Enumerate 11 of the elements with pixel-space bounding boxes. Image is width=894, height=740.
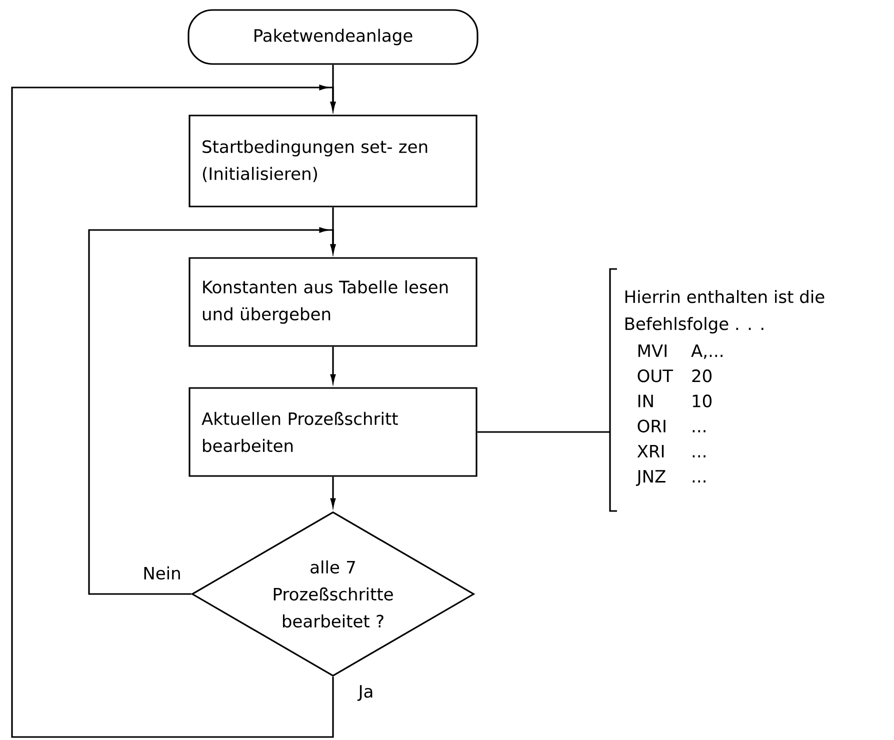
process-box: Aktuellen Prozeßschritt bearbeiten	[188, 387, 478, 477]
arrow	[330, 476, 336, 507]
process-box: Konstanten aus Tabelle lesen und übergeben	[188, 257, 478, 347]
process-box: Startbedingungen set- zen (Initialisieren)	[188, 114, 478, 208]
arrow	[330, 346, 336, 383]
edge-label: Ja	[357, 684, 375, 702]
edge-label: Nein	[142, 565, 182, 581]
arrow	[88, 227, 336, 595]
annotation-bracket: Hierrin enthalten ist die Befehlsfolge . . . MVI A,... OUT 20 IN 10 ORI ... XRI ... JNZ ...	[609, 268, 824, 512]
terminal-box: Paketwendeanlage	[188, 9, 478, 65]
arrow	[11, 84, 336, 738]
